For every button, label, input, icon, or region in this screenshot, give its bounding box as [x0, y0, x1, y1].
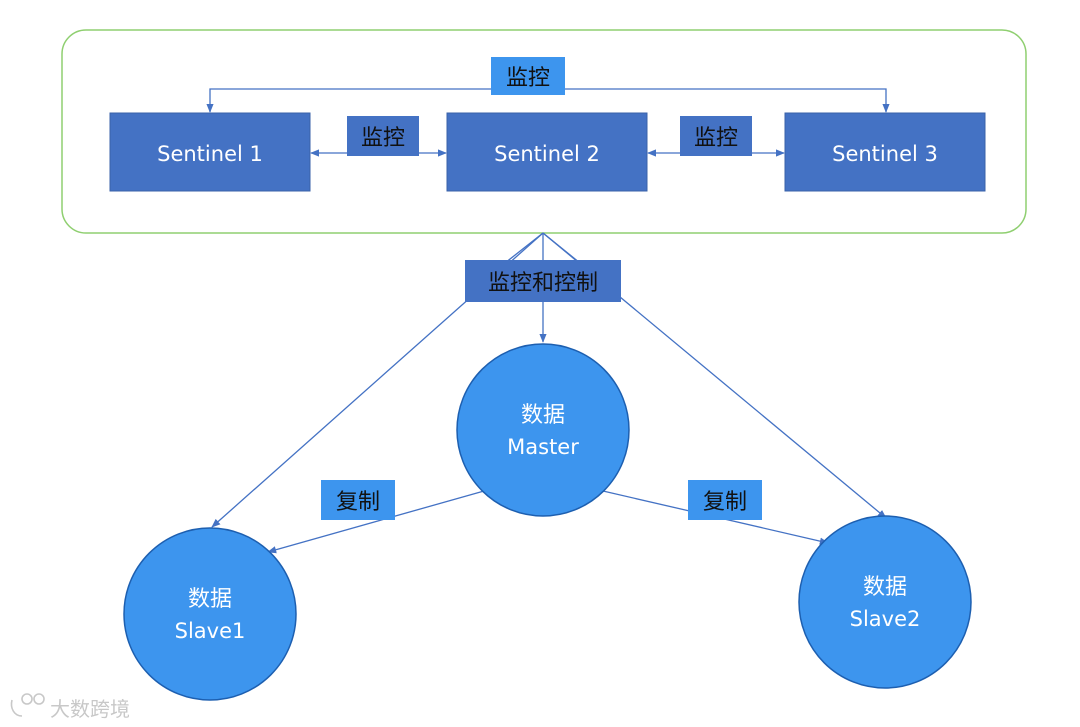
watermark-logo-icon: [10, 693, 45, 717]
slave2-node-line2: Slave2: [850, 607, 921, 631]
sentinel-node-2: Sentinel 2: [446, 112, 648, 192]
slave1-node-line2: Slave1: [175, 619, 246, 643]
watermark-text: 大数跨境: [50, 697, 130, 721]
peer-monitor-label-1-text: 监控: [361, 126, 405, 151]
master-node-line1: 数据: [521, 403, 565, 428]
watermark: 大数跨境: [10, 693, 130, 721]
master-node-line2: Master: [507, 435, 579, 459]
replication-label-1: 复制: [321, 480, 395, 520]
sentinel-node-2-label: Sentinel 2: [494, 142, 600, 166]
replication-label-2-text: 复制: [703, 490, 747, 515]
top-monitor-label-text: 监控: [506, 66, 550, 91]
slave1-node-line1: 数据: [188, 587, 232, 612]
sentinel-node-1-label: Sentinel 1: [157, 142, 263, 166]
sentinel-node-3-label: Sentinel 3: [832, 142, 938, 166]
peer-monitor-label-2-text: 监控: [694, 126, 738, 151]
peer-monitor-label-2: 监控: [680, 116, 752, 156]
master-node: 数据 Master: [456, 343, 630, 517]
control-spread-right: [542, 232, 581, 264]
replication-label-1-text: 复制: [336, 490, 380, 515]
slave2-node-line1: 数据: [863, 575, 907, 600]
control-spread-left: [504, 232, 544, 264]
replication-line-slave1: [267, 490, 485, 554]
replication-label-2: 复制: [688, 480, 762, 520]
top-monitor-label: 监控: [491, 57, 565, 95]
control-label: 监控和控制: [465, 260, 621, 302]
sentinel-node-1: Sentinel 1: [109, 112, 311, 192]
peer-monitor-label-1: 监控: [347, 116, 419, 156]
slave1-node: 数据 Slave1: [123, 527, 297, 701]
control-label-text: 监控和控制: [488, 271, 598, 296]
sentinel-node-3: Sentinel 3: [784, 112, 986, 192]
slave2-node: 数据 Slave2: [798, 515, 972, 689]
